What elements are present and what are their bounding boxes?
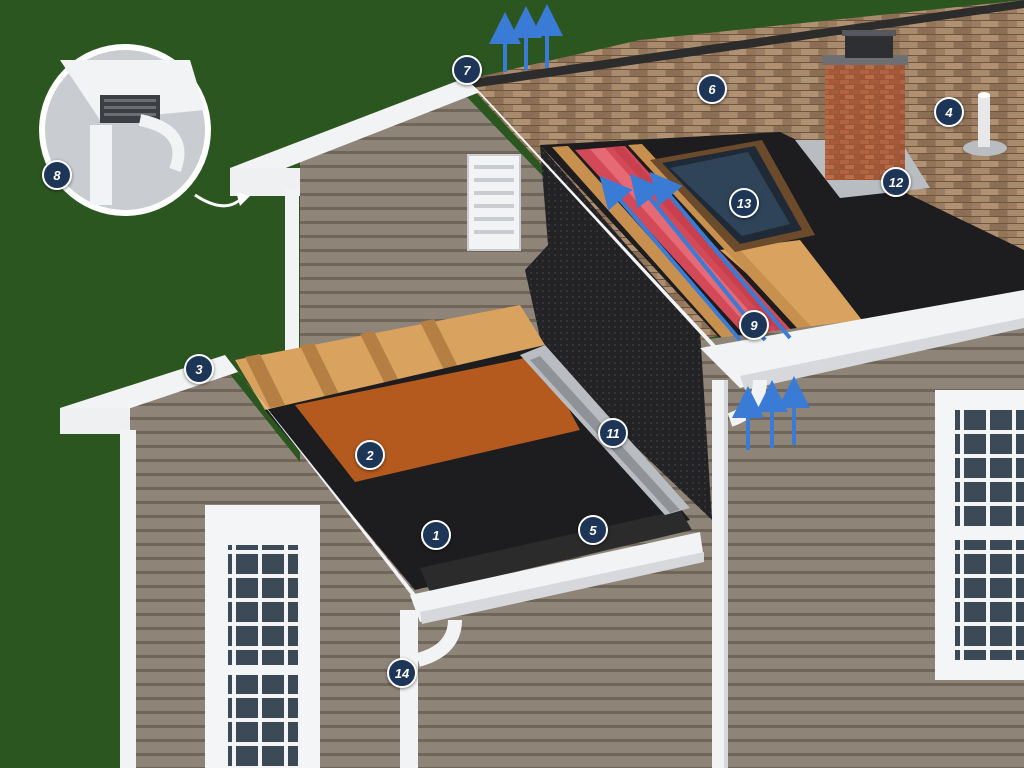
soffit-vent-inset: [39, 44, 211, 216]
callout-1: 1: [421, 520, 451, 550]
callout-3: 3: [184, 354, 214, 384]
ridge-cap: [465, 0, 1024, 88]
callout-9: 9: [739, 310, 769, 340]
drip-edge: [420, 510, 692, 592]
main-eave-gutter: [700, 290, 1024, 388]
callout-6: 6: [697, 74, 727, 104]
lower-roof-sheathing: [235, 305, 545, 410]
callout-8: 8: [42, 160, 72, 190]
callout-13: 13: [729, 188, 759, 218]
window-left: [205, 505, 320, 768]
callout-5: 5: [578, 515, 608, 545]
callout-4: 4: [934, 97, 964, 127]
chimney: [795, 30, 930, 198]
main-roof-sheathing: [720, 240, 868, 338]
house-wrap-cutaway: [525, 145, 712, 520]
callout-7: 7: [452, 55, 482, 85]
callout-2: 2: [355, 440, 385, 470]
window-right: [935, 390, 1024, 680]
gable-vent-icon: [467, 154, 521, 251]
plumbing-vent-pipe-icon: [963, 92, 1007, 156]
callout-12: 12: [881, 167, 911, 197]
downspout-icon: [400, 610, 418, 768]
callout-11: 11: [598, 418, 628, 448]
lower-left-downspout: [120, 430, 136, 768]
main-rake-trim: [230, 78, 480, 182]
main-rake-trim-right: [465, 78, 750, 382]
callout-14: 14: [387, 658, 417, 688]
left-downspout: [285, 190, 299, 390]
